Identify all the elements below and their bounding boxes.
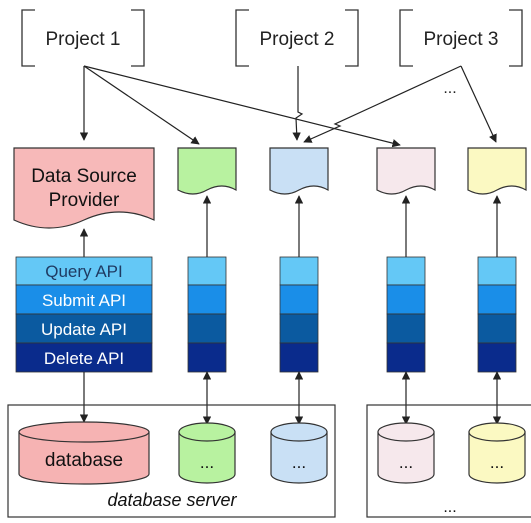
document-3 [376,147,436,195]
document-1 [177,147,237,195]
server-2-box [366,404,531,518]
database-2-label: ... [200,453,214,472]
project-1-label: Project 1 [46,29,121,50]
database-cylinder-2: ... [178,422,236,484]
database-3-label: ... [292,453,306,472]
database-cylinder-4: ... [377,422,435,484]
api-block-1-4 [187,342,227,373]
api-block-4-1 [477,256,517,286]
database-cylinder-5: ... [468,422,526,484]
project-1: Project 1 [21,9,145,67]
database-5-label: ... [490,453,504,472]
api-block-4-3 [477,313,517,344]
project-connectors [79,65,497,148]
api-block-2-1 [279,256,319,286]
api-block-2-3 [279,313,319,344]
project-3-label: Project 3 [424,29,499,50]
document-2 [269,147,329,195]
document-4 [467,147,527,195]
api-block-3-4 [386,342,426,373]
api-block-3-2 [386,284,426,315]
api-block-1-2 [187,284,227,315]
stack-connectors [79,195,502,425]
api-block-4-2 [477,284,517,315]
database-4-label: ... [399,453,413,472]
database-cylinder-3: ... [270,422,328,484]
api-block-1-3 [187,313,227,344]
api-block-1-1 [187,256,227,286]
api-block-4-4 [477,342,517,373]
data-source-provider: Data Source Provider [13,147,155,229]
submit-api-label: Submit API [42,291,126,310]
provider-line2: Provider [49,190,120,211]
projects-ellipsis: ... [443,80,456,97]
database-server-box [7,404,336,518]
api-stack: Query API Submit API Update API Delete A… [15,256,153,373]
query-api-label: Query API [45,262,122,281]
provider-line1: Data Source [31,166,137,187]
database-label: database [45,450,123,471]
api-block-3-3 [386,313,426,344]
project-2-label: Project 2 [260,29,335,50]
project-2: Project 2 [235,9,359,67]
delete-api-label: Delete API [44,349,124,368]
api-stack-small [187,256,517,373]
database-server-label: database server [107,490,237,510]
api-block-2-2 [279,284,319,315]
api-block-3-1 [386,256,426,286]
server-2-label: ... [443,499,456,516]
database-cylinder: database [18,421,150,485]
api-block-2-4 [279,342,319,373]
update-api-label: Update API [41,320,127,339]
project-3: Project 3 [399,9,523,67]
